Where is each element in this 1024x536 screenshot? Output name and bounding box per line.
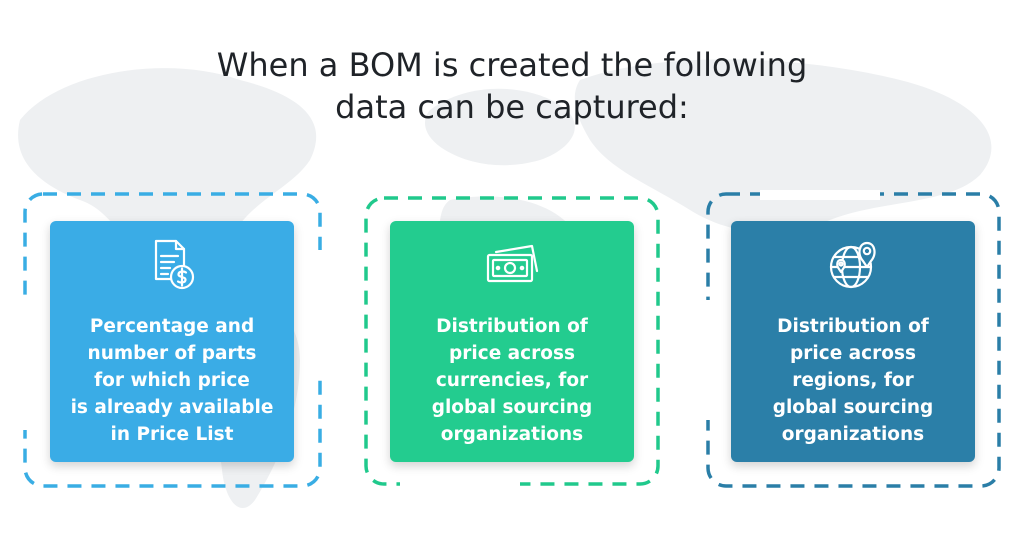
card-text: Percentage and number of parts for which…: [56, 313, 288, 448]
card-line: global sourcing: [431, 397, 593, 418]
card-line: regions, for: [792, 370, 914, 391]
title-line-2: data can be captured:: [335, 88, 689, 126]
title-line-1: When a BOM is created the following: [216, 46, 808, 84]
card-line: is already available: [70, 397, 274, 418]
card-line: Percentage and: [89, 316, 255, 337]
card-line: price across: [790, 343, 916, 364]
card-price-list: Percentage and number of parts for which…: [50, 221, 294, 462]
card-line: global sourcing: [772, 397, 934, 418]
document-dollar-icon: [154, 239, 195, 290]
card-line: price across: [449, 343, 575, 364]
card-text: Distribution of price across currencies,…: [396, 313, 628, 448]
page-title: When a BOM is created the following data…: [0, 44, 1024, 128]
card-line: for which price: [94, 370, 250, 391]
card-line: organizations: [440, 424, 584, 445]
banknotes-icon: [486, 244, 539, 283]
globe-location-icon: [829, 241, 876, 289]
card-line: organizations: [781, 424, 925, 445]
card-line: currencies, for: [435, 370, 589, 391]
card-line: Distribution of: [777, 316, 929, 337]
card-currencies: Distribution of price across currencies,…: [390, 221, 634, 462]
card-line: number of parts: [87, 343, 257, 364]
card-line: Distribution of: [436, 316, 588, 337]
card-text: Distribution of price across regions, fo…: [737, 313, 969, 448]
card-line: in Price List: [110, 424, 234, 445]
card-regions: Distribution of price across regions, fo…: [731, 221, 975, 462]
